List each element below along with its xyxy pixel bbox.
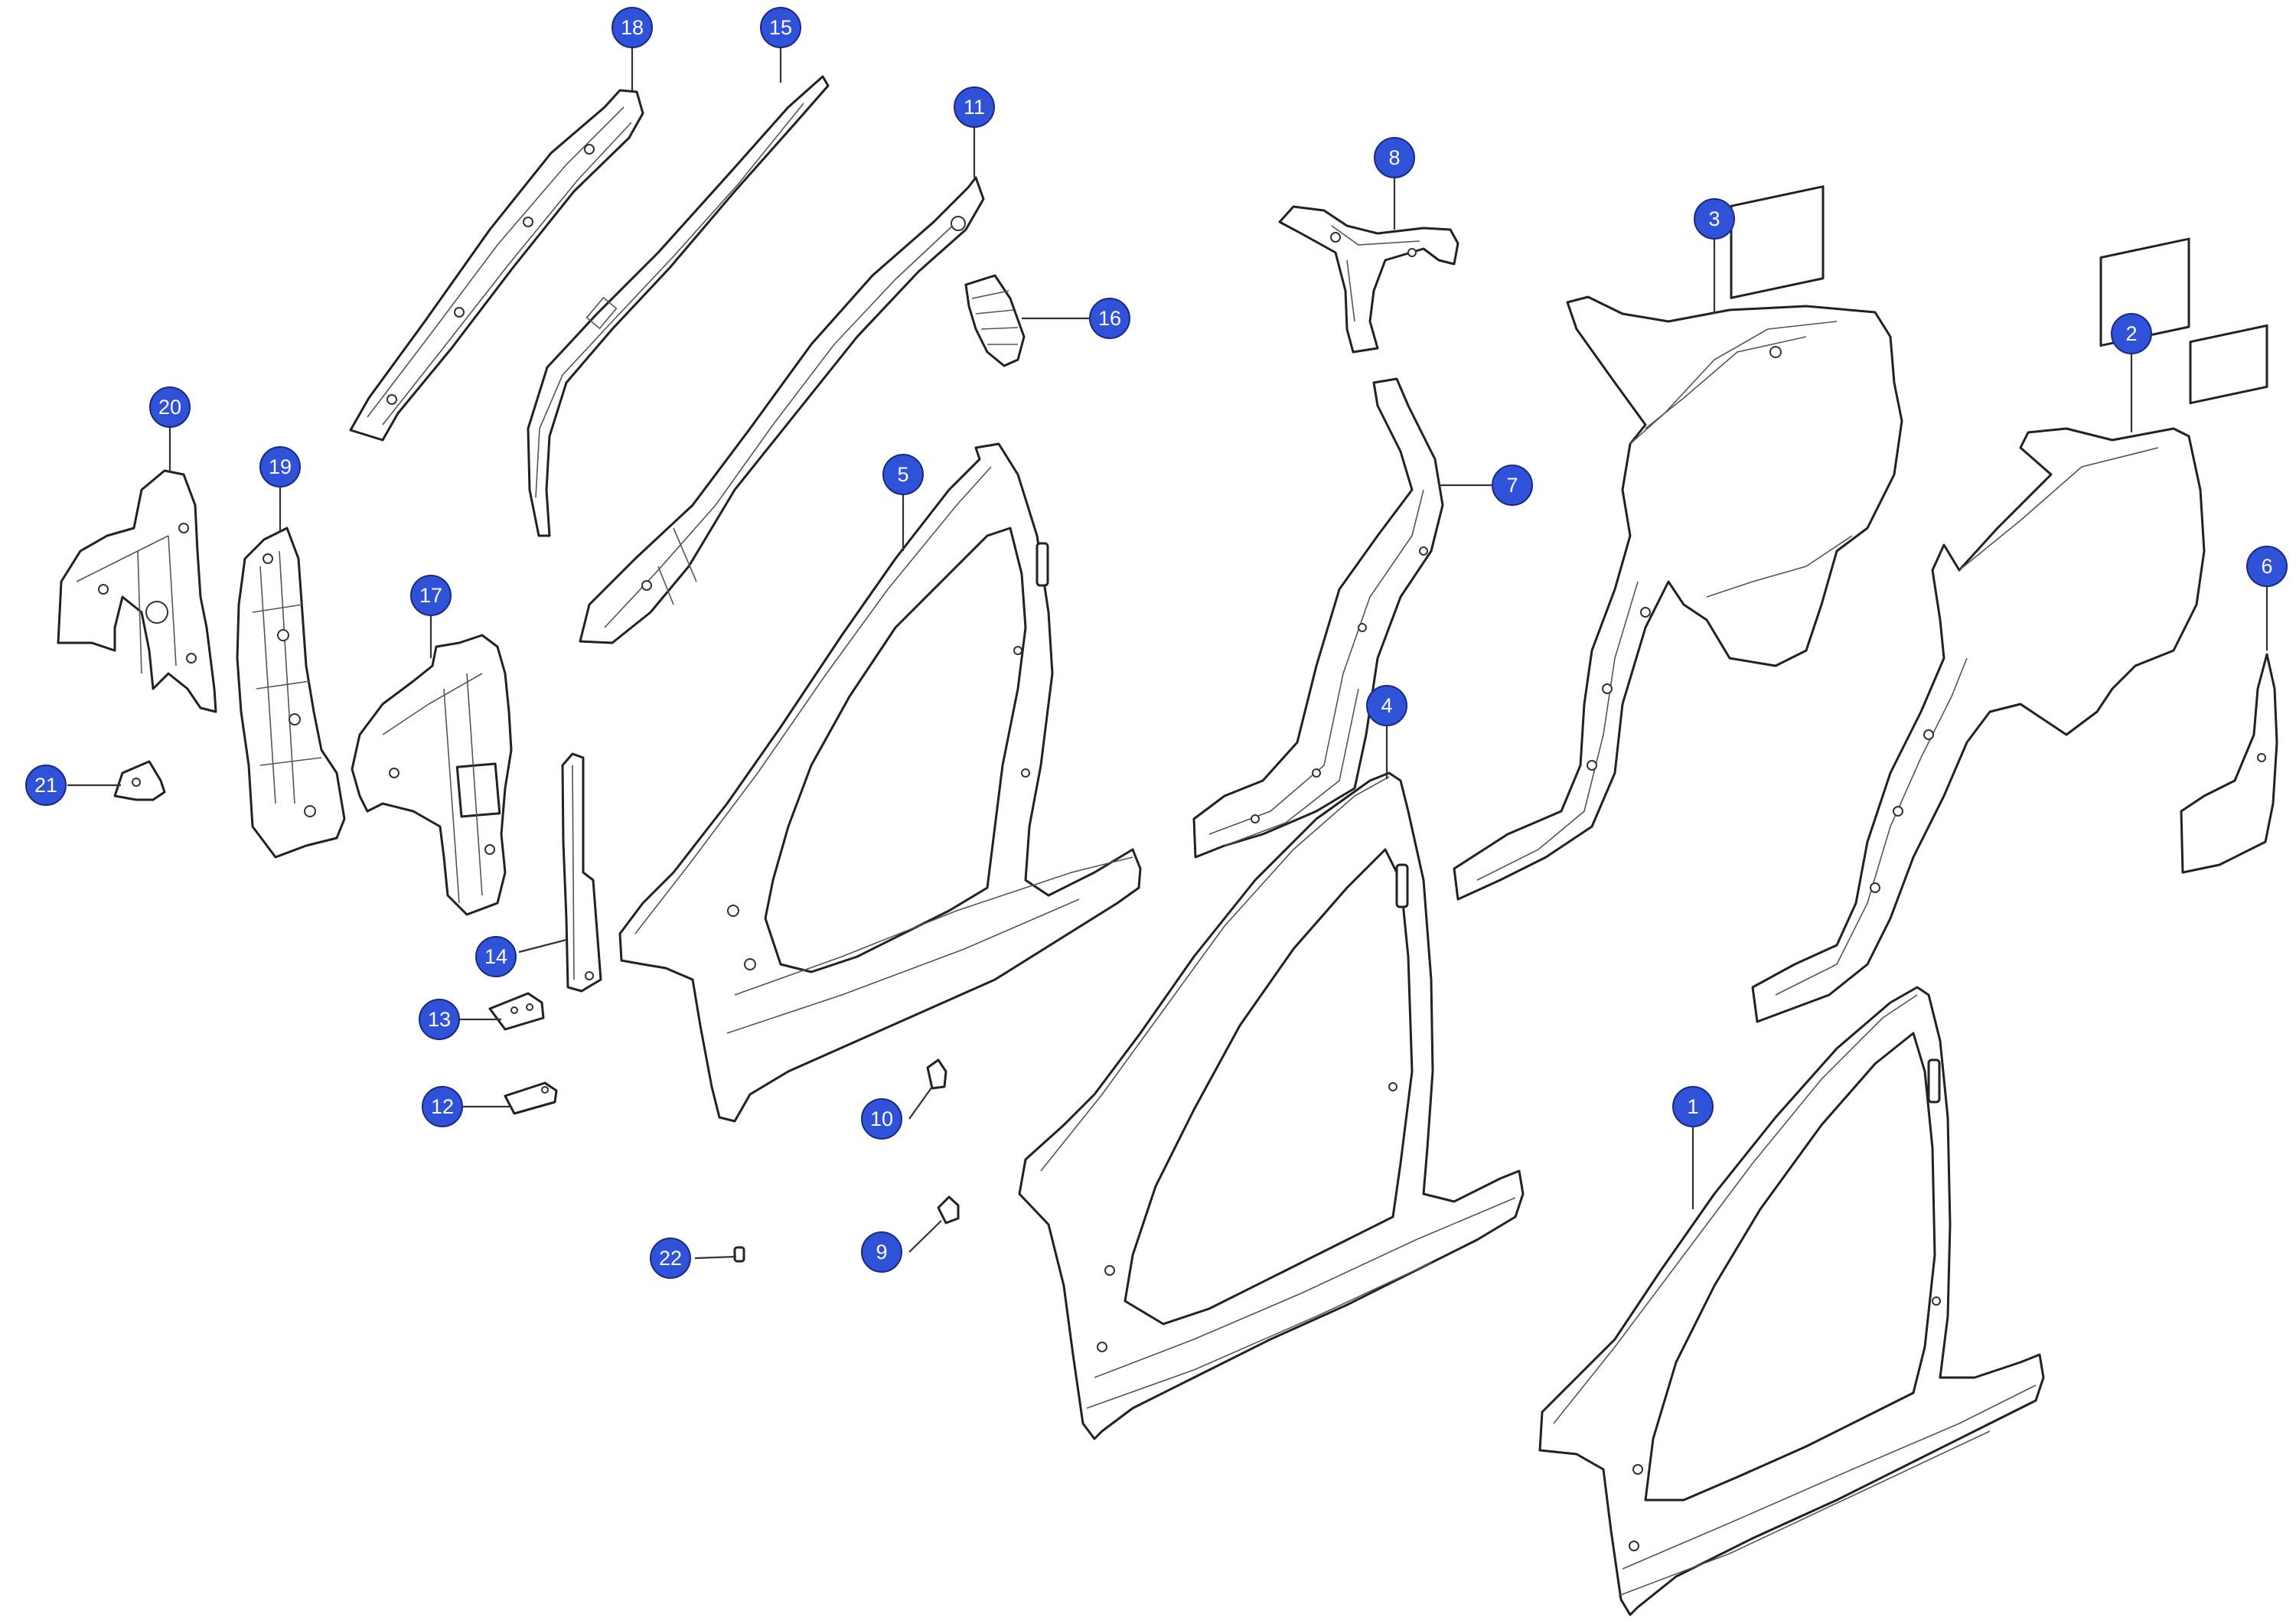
part-9-clip: [937, 1195, 960, 1225]
part-6-wheelhouse-extension: [2180, 324, 2278, 874]
callout-11-label: 11: [964, 96, 985, 119]
callout-16-label: 16: [1098, 307, 1121, 330]
part-11-a-pillar-reinforcement: [579, 176, 985, 644]
callout-16[interactable]: 16: [1089, 298, 1130, 339]
callout-17[interactable]: 17: [410, 575, 452, 616]
part-14-reinforcement-strip: [561, 752, 602, 993]
part-17-cowl-side-panel: [351, 634, 513, 916]
callout-13[interactable]: 13: [419, 999, 460, 1040]
callout-5-circle: [882, 454, 924, 495]
callout-12[interactable]: 12: [422, 1086, 463, 1127]
callout-18-circle: [612, 7, 653, 48]
callout-5[interactable]: 5: [882, 454, 924, 495]
part-4-body-side-panel: [1018, 771, 1525, 1440]
callout-7[interactable]: 7: [1492, 465, 1533, 506]
callout-10-label: 10: [870, 1107, 893, 1130]
part-15-roof-seal-strip: [527, 75, 830, 537]
callout-17-label: 17: [419, 584, 442, 607]
part-18-roof-rail-reinforcement: [349, 89, 644, 442]
callout-21-label: 21: [34, 774, 57, 797]
callout-6-circle: [2246, 546, 2288, 587]
callout-14-label: 14: [484, 945, 507, 968]
callout-1-label: 1: [1687, 1095, 1698, 1118]
callout-12-circle: [422, 1086, 463, 1127]
callout-21-circle: [25, 765, 67, 806]
callout-20-circle: [149, 386, 191, 428]
part-7-b-pillar-reinforcement: [1192, 377, 1444, 859]
callout-5-label: 5: [897, 463, 908, 486]
callout-13-label: 13: [428, 1008, 451, 1031]
callout-4-circle: [1366, 685, 1407, 726]
callout-20-label: 20: [158, 396, 181, 419]
callout-1[interactable]: 1: [1672, 1086, 1714, 1127]
callout-10-circle: [861, 1098, 902, 1140]
callout-6[interactable]: 6: [2246, 546, 2288, 587]
callout-2-circle: [2111, 313, 2152, 354]
callout-22-label: 22: [659, 1247, 682, 1270]
callout-2[interactable]: 2: [2111, 313, 2152, 354]
callout-3-label: 3: [1708, 207, 1720, 230]
callout-7-circle: [1492, 465, 1533, 506]
callout-14[interactable]: 14: [475, 936, 517, 977]
callout-4[interactable]: 4: [1366, 685, 1407, 726]
callout-1-circle: [1672, 1086, 1714, 1127]
callout-22-circle: [650, 1238, 691, 1279]
part-19-hinge-pillar-reinforcement: [236, 527, 346, 859]
callout-15-label: 15: [769, 16, 792, 39]
callout-19-circle: [259, 446, 301, 488]
part-16-bracket: [964, 274, 1026, 367]
part-22-stud: [733, 1246, 745, 1263]
callout-10[interactable]: 10: [861, 1098, 902, 1140]
callout-16-circle: [1089, 298, 1130, 339]
callout-7-label: 7: [1506, 474, 1518, 497]
callout-6-label: 6: [2261, 555, 2272, 578]
part-21-bracket: [113, 760, 166, 801]
part-3-quarter-inner: [1453, 185, 1903, 901]
callout-12-label: 12: [431, 1095, 454, 1118]
callout-20[interactable]: 20: [149, 386, 191, 428]
part-13-bracket: [488, 992, 545, 1031]
callout-3[interactable]: 3: [1694, 198, 1735, 240]
callout-8-label: 8: [1388, 146, 1400, 169]
callout-3-circle: [1694, 198, 1735, 240]
callout-21[interactable]: 21: [25, 765, 67, 806]
callout-15-circle: [760, 7, 801, 48]
callout-2-label: 2: [2125, 322, 2137, 345]
callout-17-circle: [410, 575, 452, 616]
part-8-c-pillar-upper: [1278, 205, 1459, 354]
callout-13-circle: [419, 999, 460, 1040]
callout-18[interactable]: 18: [612, 7, 653, 48]
callout-14-circle: [475, 936, 517, 977]
callout-11-circle: [954, 86, 995, 128]
part-10-clip: [926, 1058, 947, 1090]
part-5-body-side-inner: [618, 442, 1142, 1123]
callout-19-label: 19: [269, 455, 292, 478]
callout-8-circle: [1374, 137, 1415, 178]
callout-15[interactable]: 15: [760, 7, 801, 48]
callout-9[interactable]: 9: [861, 1231, 902, 1273]
callout-8[interactable]: 8: [1374, 137, 1415, 178]
callout-4-label: 4: [1381, 694, 1392, 717]
callout-9-circle: [861, 1231, 902, 1273]
part-20-hinge-pillar-inner: [57, 469, 217, 713]
callout-9-label: 9: [876, 1241, 887, 1264]
callout-18-label: 18: [621, 16, 644, 39]
callout-22[interactable]: 22: [650, 1238, 691, 1279]
callout-19[interactable]: 19: [259, 446, 301, 488]
callout-11[interactable]: 11: [954, 86, 995, 128]
part-12-plate: [504, 1081, 558, 1115]
part-1-body-side-outer: [1538, 986, 2045, 1616]
